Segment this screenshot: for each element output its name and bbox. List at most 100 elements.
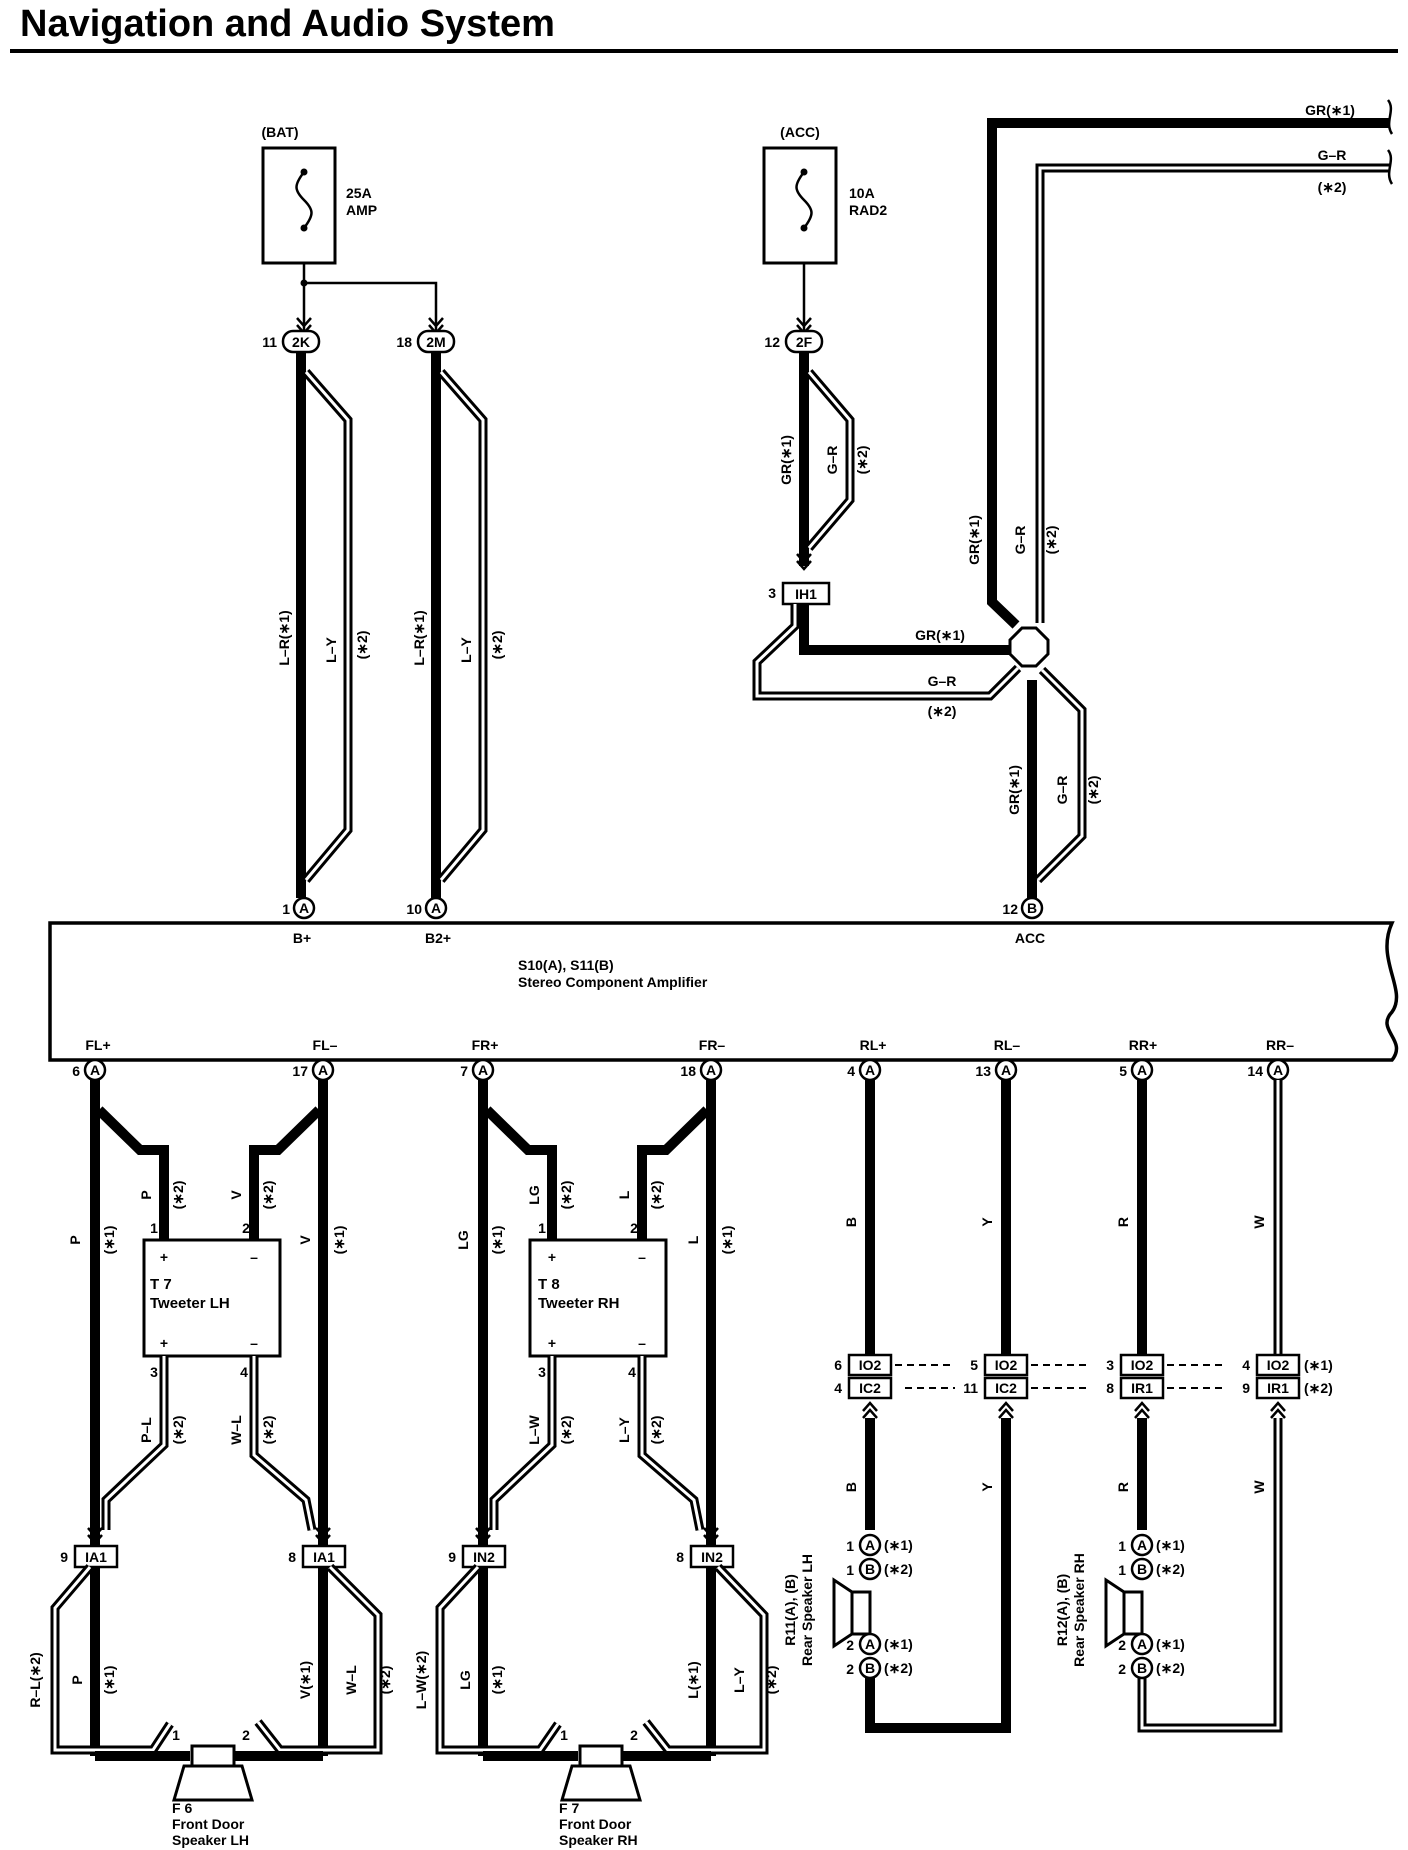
svg-text:1: 1 [846, 1538, 854, 1554]
svg-text:RL+: RL+ [860, 1037, 887, 1053]
svg-text:+: + [548, 1249, 556, 1265]
svg-text:2: 2 [630, 1220, 638, 1236]
svg-text:+: + [160, 1335, 168, 1351]
svg-text:Tweeter LH: Tweeter LH [150, 1295, 230, 1312]
svg-text:A: A [1001, 1062, 1011, 1078]
svg-text:(∗1): (∗1) [719, 1226, 735, 1255]
svg-text:V: V [228, 1190, 244, 1200]
svg-text:1: 1 [150, 1220, 158, 1236]
svg-text:+: + [160, 1249, 168, 1265]
amp-pin-rr-minus: RR– 14 A [1247, 1037, 1294, 1082]
svg-text:(∗2): (∗2) [170, 1416, 186, 1445]
svg-text:LG: LG [526, 1185, 542, 1205]
svg-text:A: A [299, 900, 309, 916]
svg-text:GR(∗1): GR(∗1) [1006, 765, 1022, 815]
svg-text:(∗1): (∗1) [101, 1226, 117, 1255]
amplifier-box: S10(A), S11(B) Stereo Component Amplifie… [48, 921, 1399, 1062]
svg-text:IA1: IA1 [85, 1549, 107, 1565]
svg-text:FL+: FL+ [85, 1037, 110, 1053]
svg-text:(∗1): (∗1) [884, 1537, 913, 1553]
svg-text:2K: 2K [292, 334, 310, 350]
svg-text:W: W [1251, 1215, 1267, 1229]
svg-text:(∗2): (∗2) [1304, 1380, 1333, 1396]
svg-text:FR+: FR+ [472, 1037, 499, 1053]
svg-text:1: 1 [1118, 1538, 1126, 1554]
svg-text:G–R: G–R [1054, 776, 1070, 805]
connector-ih1: 3 IH1 [768, 581, 831, 606]
svg-text:(∗1): (∗1) [884, 1636, 913, 1652]
fuse-amp: (BAT) 25A AMP [261, 124, 377, 265]
svg-text:P: P [138, 1190, 154, 1199]
svg-text:2: 2 [846, 1637, 854, 1653]
svg-text:(∗2): (∗2) [884, 1561, 913, 1577]
svg-text:14: 14 [1247, 1063, 1263, 1079]
svg-text:IO2: IO2 [1267, 1357, 1290, 1373]
svg-text:(∗2): (∗2) [170, 1181, 186, 1210]
fuse-rad2: (ACC) 10A RAD2 [762, 124, 887, 265]
svg-text:(∗2): (∗2) [1156, 1561, 1185, 1577]
amp-pin-rl-minus: RL– 13 A [975, 1037, 1020, 1082]
svg-text:4: 4 [847, 1063, 855, 1079]
svg-text:IO2: IO2 [1131, 1357, 1154, 1373]
svg-text:L–W: L–W [526, 1414, 542, 1444]
svg-text:B: B [1137, 1561, 1147, 1577]
svg-text:IR1: IR1 [1131, 1380, 1153, 1396]
svg-text:L–W(∗2): L–W(∗2) [413, 1651, 429, 1709]
svg-text:IA1: IA1 [313, 1549, 335, 1565]
svg-text:12: 12 [764, 334, 780, 350]
svg-text:B: B [865, 1561, 875, 1577]
wire-acc: GR(∗1) G–R (∗2) [778, 352, 870, 571]
svg-text:4: 4 [1242, 1357, 1250, 1373]
svg-text:GR(∗1): GR(∗1) [1305, 102, 1355, 118]
svg-text:A: A [865, 1062, 875, 1078]
svg-text:W–L: W–L [228, 1415, 244, 1445]
svg-text:W–L: W–L [343, 1665, 359, 1695]
svg-text:6: 6 [72, 1063, 80, 1079]
amp-pin-acc: 12 B ACC [1002, 896, 1045, 946]
svg-text:L: L [616, 1190, 632, 1199]
front-right-circuit: LG (∗1) L (∗1) LG (∗2) L (∗2) 1 2 + – T … [413, 1080, 779, 1848]
svg-text:2M: 2M [426, 334, 445, 350]
svg-text:A: A [1137, 1636, 1147, 1652]
svg-text:2: 2 [846, 1661, 854, 1677]
svg-text:(ACC): (ACC) [780, 124, 820, 140]
svg-text:8: 8 [1106, 1380, 1114, 1396]
svg-text:5: 5 [1119, 1063, 1127, 1079]
svg-text:L–R(∗1): L–R(∗1) [411, 610, 427, 665]
svg-text:18: 18 [396, 334, 412, 350]
svg-text:L–Y: L–Y [731, 1667, 747, 1693]
svg-text:L: L [685, 1235, 701, 1244]
svg-text:F 6: F 6 [172, 1800, 192, 1816]
svg-text:A: A [1273, 1062, 1283, 1078]
svg-text:FR–: FR– [699, 1037, 726, 1053]
svg-text:1: 1 [1118, 1562, 1126, 1578]
svg-text:Front Door: Front Door [559, 1816, 632, 1832]
svg-text:S10(A), S11(B): S10(A), S11(B) [518, 957, 614, 973]
svg-text:Tweeter RH: Tweeter RH [538, 1295, 619, 1312]
svg-text:–: – [250, 1335, 258, 1351]
svg-text:LG: LG [455, 1230, 471, 1250]
fuse-wires [295, 263, 813, 335]
svg-text:3: 3 [1106, 1357, 1114, 1373]
svg-text:L–R(∗1): L–R(∗1) [276, 610, 292, 665]
svg-text:2F: 2F [796, 334, 813, 350]
svg-text:10A: 10A [849, 185, 875, 201]
svg-text:4: 4 [240, 1364, 248, 1380]
svg-text:IN2: IN2 [701, 1549, 723, 1565]
rear-speaker-lh: 1 A (∗1) 1 B (∗2) 2 A (∗1) 2 B (∗2) R11(… [782, 1533, 913, 1680]
svg-text:FL–: FL– [313, 1037, 338, 1053]
svg-text:(∗1): (∗1) [1156, 1537, 1185, 1553]
svg-text:2: 2 [242, 1727, 250, 1743]
svg-text:(∗2): (∗2) [1085, 776, 1101, 805]
svg-text:W: W [1251, 1480, 1267, 1494]
svg-text:(∗2): (∗2) [558, 1416, 574, 1445]
svg-text:F 7: F 7 [559, 1800, 579, 1816]
svg-text:9: 9 [60, 1549, 68, 1565]
svg-text:B: B [843, 1217, 859, 1227]
svg-text:+: + [548, 1335, 556, 1351]
svg-text:(∗2): (∗2) [928, 703, 957, 719]
connector-2m: 18 2M [396, 329, 456, 354]
svg-text:RAD2: RAD2 [849, 202, 887, 218]
svg-text:L–Y: L–Y [616, 1417, 632, 1443]
page-title: Navigation and Audio System [20, 3, 555, 45]
